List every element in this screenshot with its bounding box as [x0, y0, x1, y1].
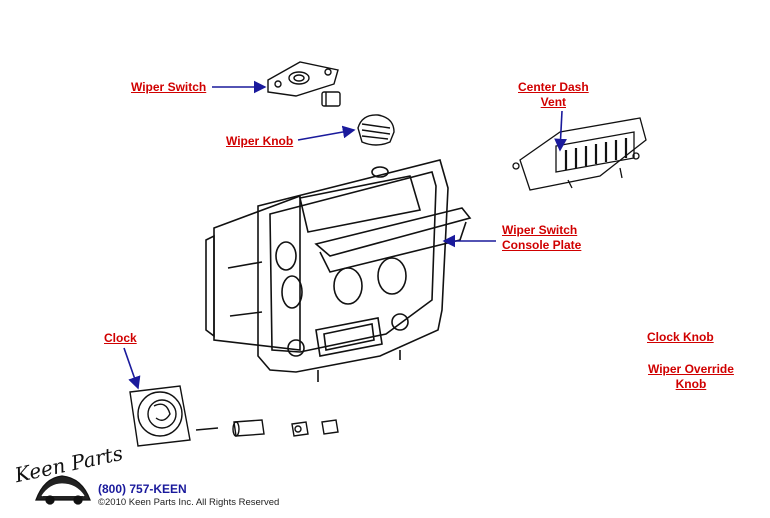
- copyright-text: ©2010 Keen Parts Inc. All Rights Reserve…: [98, 497, 280, 508]
- label-wiper-switch[interactable]: Wiper Switch: [131, 80, 207, 94]
- arrow-clock: [123, 347, 141, 390]
- phone-number[interactable]: (800) 757-KEEN: [98, 482, 187, 496]
- leader-arrows: [123, 80, 567, 390]
- label-wiper-switch-console-plate[interactable]: Wiper Switch Console Plate: [502, 223, 581, 253]
- arrow-center-dash-vent: [554, 110, 567, 152]
- label-center-dash-vent-line1: Center Dash: [518, 80, 589, 94]
- label-console-plate-line1: Wiper Switch: [502, 223, 578, 237]
- label-center-dash-vent[interactable]: Center Dash Vent: [518, 80, 589, 110]
- label-clock[interactable]: Clock: [104, 331, 137, 345]
- center-dash-vent-part: [512, 117, 647, 191]
- arrow-wiper-knob: [297, 125, 356, 141]
- label-wiper-knob[interactable]: Wiper Knob: [226, 134, 294, 148]
- label-wiper-override-knob[interactable]: Wiper Override Knob: [648, 362, 734, 392]
- wiper-switch-part: [267, 61, 341, 107]
- label-wiper-override-line2: Knob: [675, 377, 707, 391]
- label-wiper-override-line1: Wiper Override: [648, 362, 734, 376]
- keen-parts-logo: [35, 475, 91, 505]
- label-clock-knob[interactable]: Clock Knob: [647, 330, 714, 344]
- console-housing: [205, 159, 472, 382]
- clock-part: [129, 385, 339, 447]
- label-console-plate-line2: Console Plate: [502, 238, 582, 252]
- wiper-knob-part: [357, 114, 395, 146]
- label-center-dash-vent-line2: Vent: [540, 95, 567, 109]
